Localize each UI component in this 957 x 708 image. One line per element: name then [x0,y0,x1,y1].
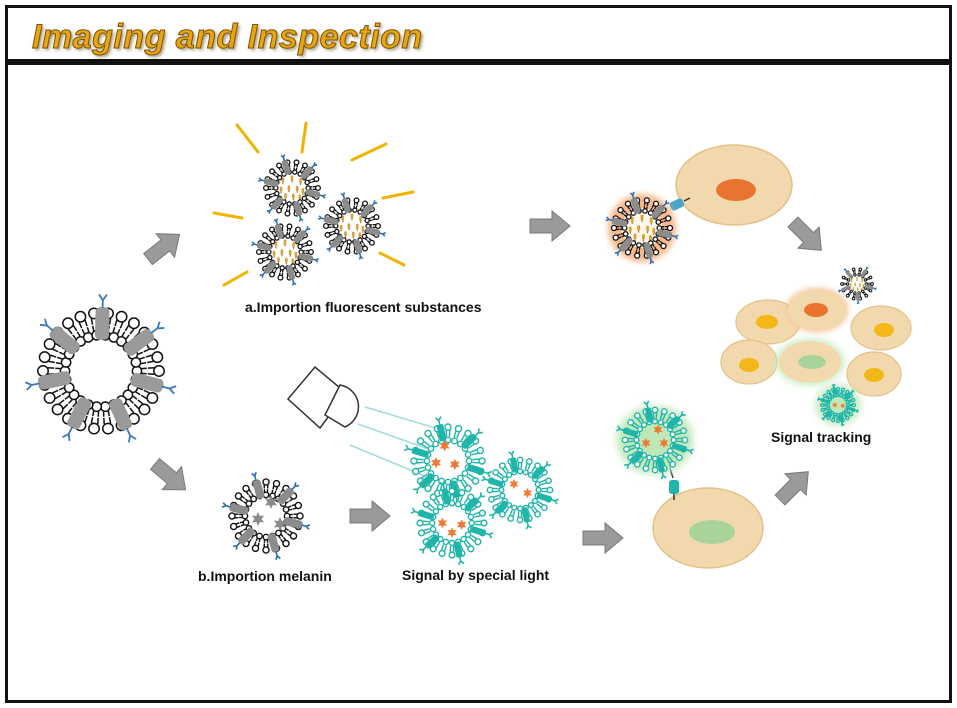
tracking-cell-cluster [720,288,912,425]
label-melanin: b.Importion melanin [198,568,332,584]
target-cell-lower [652,461,764,569]
label-fluorescent: a.Importion fluorescent substances [245,299,482,315]
teal-signal-exosome [481,450,559,530]
label-special-light: Signal by special light [402,567,549,583]
teal-exosome-docked [616,400,694,480]
teal-signal-exosome [403,416,493,506]
label-signal-tracking: Signal tracking [771,429,871,445]
melanin-exosome [221,471,311,561]
exosome-vesicle [24,293,177,443]
receptor-binding [669,197,691,211]
fluorescence-rays [212,121,415,287]
fluorescent-exosome-docked [605,191,679,265]
fluorescent-exosome [251,218,319,286]
figure-title: Imaging and Inspection [32,18,423,57]
fluorescent-exosome-small [838,266,877,305]
process-arrows [142,209,822,555]
fluorescent-exosome [318,192,386,260]
target-cell-upper [675,144,793,226]
title-bar: Imaging and Inspection [5,5,952,65]
teal-exosome-small [817,383,859,427]
teal-signal-exosome [410,480,494,566]
fluorescent-exosome [258,154,326,222]
